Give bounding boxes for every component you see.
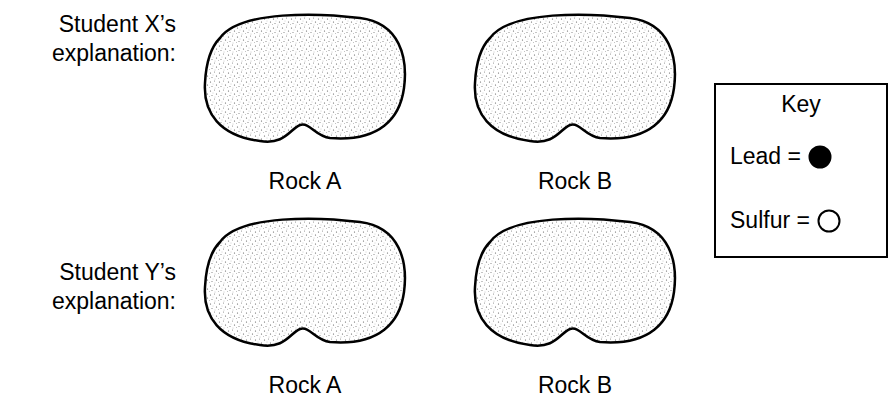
rock-outline (470, 8, 680, 148)
legend-text: Lead = (730, 143, 801, 171)
rock: Rock A (200, 8, 410, 198)
legend-swatch (816, 208, 842, 234)
rock-shape (475, 219, 675, 346)
legend-swatch (807, 144, 833, 170)
legend-entry: Sulfur = (730, 207, 842, 235)
rock: Rock B (470, 212, 680, 402)
rock-label: Rock B (470, 372, 680, 400)
legend-text: Sulfur = (730, 207, 810, 235)
lead-atom (810, 146, 831, 167)
rock-outline (470, 212, 680, 352)
rock-shape (475, 15, 675, 142)
rock-label: Rock A (200, 168, 410, 196)
rock-shape (205, 15, 405, 142)
rock-shape (205, 219, 405, 346)
explanation-label: Student Y’s explanation: (0, 258, 176, 316)
rock-outline (200, 212, 410, 352)
rock-outline (200, 8, 410, 148)
sulfur-atom (818, 210, 839, 231)
rock-label: Rock B (470, 168, 680, 196)
legend-entry: Lead = (730, 143, 833, 171)
key-title: Key (716, 85, 886, 119)
explanation-label: Student X’s explanation: (0, 10, 176, 68)
rock: Rock A (200, 212, 410, 402)
rock: Rock B (470, 8, 680, 198)
rock-label: Rock A (200, 372, 410, 400)
key-box: KeyLead = Sulfur = (714, 83, 888, 258)
